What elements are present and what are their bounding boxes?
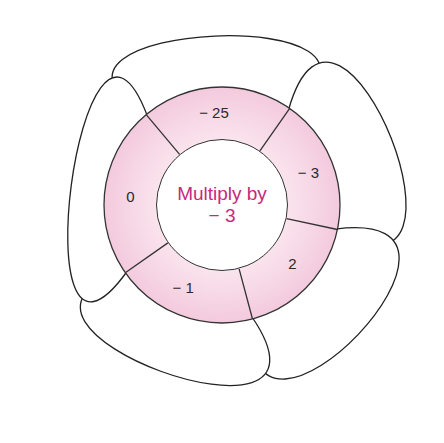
ring-divider	[239, 269, 252, 319]
number-text: 2	[288, 256, 296, 273]
petal-group	[68, 36, 406, 386]
operation-text: Multiply by − 3	[176, 183, 268, 227]
ring-divider	[146, 115, 179, 155]
number-text: − 1	[173, 280, 194, 297]
ring-divider	[260, 108, 290, 151]
number-segment: − 3	[294, 163, 323, 184]
number-text: − 3	[298, 165, 319, 182]
number-segment: − 1	[169, 278, 198, 299]
number-segment: 2	[284, 254, 300, 275]
number-text: 0	[126, 189, 134, 206]
number-ring	[104, 87, 340, 323]
ring-divider	[287, 219, 338, 230]
ring-dividers	[125, 108, 337, 319]
number-segment: − 25	[195, 103, 233, 124]
operation-circle: Multiply by − 3	[156, 139, 288, 271]
ring-divider	[125, 243, 168, 273]
number-segment: 0	[122, 187, 138, 208]
number-text: − 25	[199, 105, 229, 122]
